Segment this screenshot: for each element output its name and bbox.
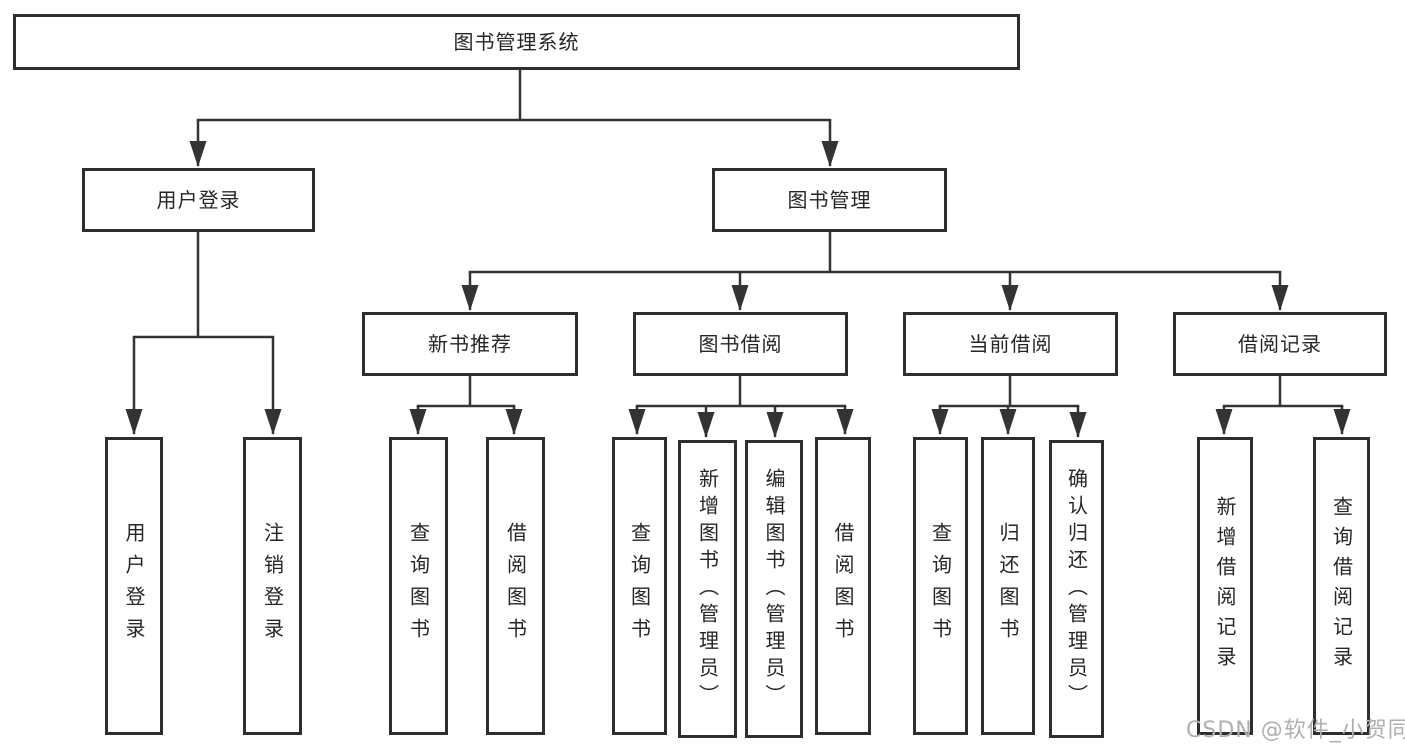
node-borrow-records-label: 借阅记录: [1238, 332, 1322, 356]
node-br-add-record-label: 新增借阅记录: [1213, 496, 1237, 676]
node-nb-query-books: 查询图书: [389, 437, 448, 735]
node-current-borrow-label: 当前借阅: [968, 332, 1053, 356]
node-cb-query-books-label: 查询图书: [928, 522, 953, 650]
node-bb-borrow-books-label: 借阅图书: [831, 522, 855, 650]
node-library-system: 图书管理系统: [13, 14, 1020, 70]
node-library-system-label: 图书管理系统: [453, 30, 580, 54]
node-user-login: 用户登录: [82, 168, 315, 232]
node-bb-borrow-books: 借阅图书: [815, 437, 871, 735]
node-nb-query-books-label: 查询图书: [406, 522, 431, 650]
node-cb-return-books-label: 归还图书: [996, 522, 1020, 650]
node-nb-borrow-books-label: 借阅图书: [503, 522, 528, 650]
node-bb-query-books: 查询图书: [612, 437, 667, 735]
node-logout-leaf-label: 注销登录: [260, 522, 285, 650]
node-user-login-label: 用户登录: [156, 188, 241, 212]
node-cb-return-books: 归还图书: [981, 437, 1035, 735]
node-cb-confirm-return-admin-label: 确认归还（管理员）: [1064, 467, 1089, 711]
node-cb-query-books: 查询图书: [913, 437, 968, 735]
node-br-query-record-label: 查询借阅记录: [1329, 496, 1354, 676]
plain-lines: [132, 70, 1344, 408]
node-bb-query-books-label: 查询图书: [627, 522, 652, 650]
node-br-query-record: 查询借阅记录: [1313, 437, 1370, 735]
node-br-add-record: 新增借阅记录: [1197, 437, 1253, 735]
node-nb-borrow-books: 借阅图书: [486, 437, 545, 735]
node-new-book-recommend-label: 新书推荐: [428, 332, 512, 356]
node-book-management: 图书管理: [712, 168, 947, 232]
node-bb-edit-books-admin: 编辑图书（管理员）: [745, 440, 803, 738]
node-bb-add-books-admin-label: 新增图书（管理员）: [695, 467, 720, 711]
node-bb-edit-books-admin-label: 编辑图书（管理员）: [762, 467, 786, 711]
csdn-watermark: CSDN @软件_小贺同学: [1186, 718, 1405, 743]
node-book-management-label: 图书管理: [787, 188, 872, 212]
node-current-borrow: 当前借阅: [903, 312, 1118, 376]
node-user-login-leaf-label: 用户登录: [122, 522, 146, 650]
node-new-book-recommend: 新书推荐: [362, 312, 578, 376]
arrow-lines: [125, 120, 1351, 438]
node-logout-leaf: 注销登录: [243, 437, 302, 735]
node-cb-confirm-return-admin: 确认归还（管理员）: [1049, 440, 1104, 738]
node-book-borrow-label: 图书借阅: [698, 332, 783, 356]
node-borrow-records: 借阅记录: [1173, 312, 1387, 376]
node-user-login-leaf: 用户登录: [105, 437, 163, 735]
node-book-borrow: 图书借阅: [633, 312, 848, 376]
node-bb-add-books-admin: 新增图书（管理员）: [678, 440, 737, 738]
